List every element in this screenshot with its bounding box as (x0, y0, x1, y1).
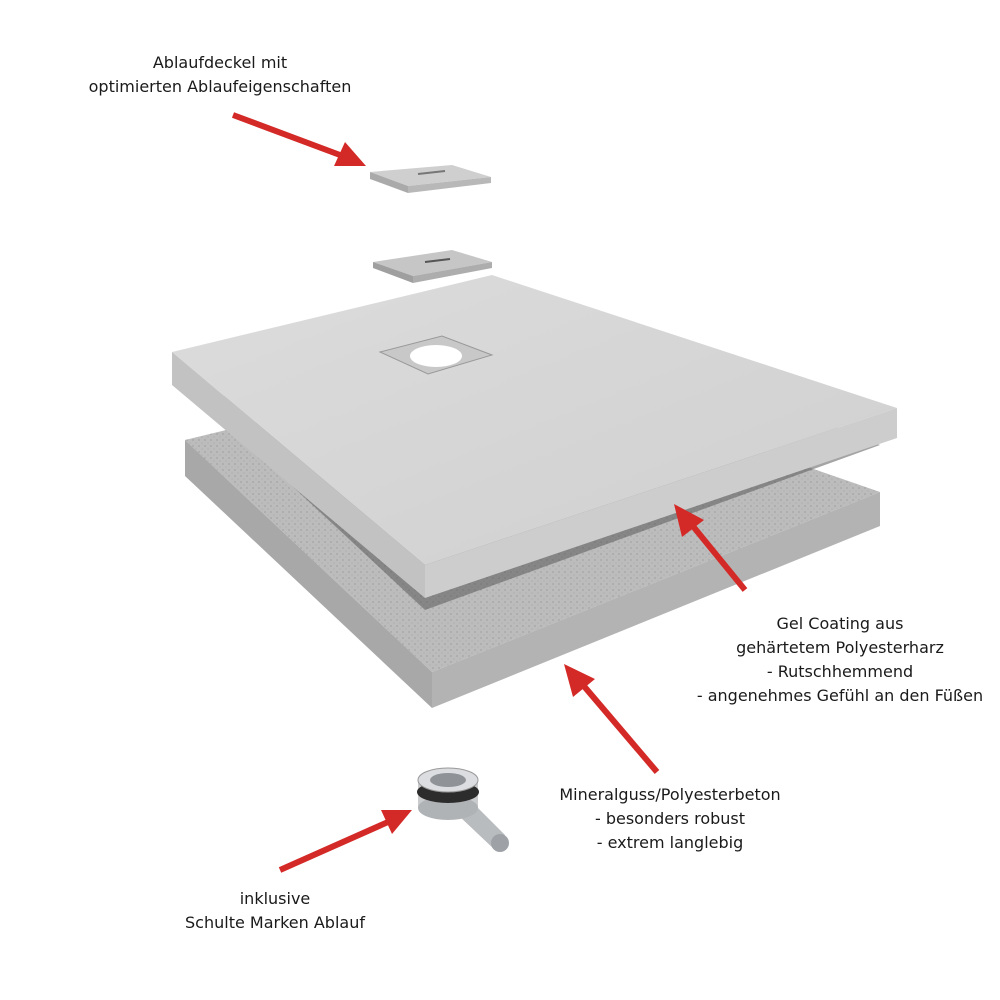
label-line: gehärtetem Polyesterharz (736, 638, 944, 657)
label-line: optimierten Ablaufeigenschaften (88, 77, 352, 96)
drain-hole (410, 345, 462, 367)
arrow-gel-coating (674, 504, 748, 592)
arrow-mineral (564, 664, 660, 774)
label-line: Ablaufdeckel mit (152, 53, 288, 72)
label-drain: inklusive Schulte Marken Ablauf (150, 887, 400, 935)
label-line: Schulte Marken Ablauf (185, 913, 365, 932)
label-line: - angenehmes Gefühl an den Füßen (696, 686, 984, 705)
label-line: Gel Coating aus (776, 614, 904, 633)
drain-siphon (417, 767, 509, 852)
label-mineral: Mineralguss/Polyesterbeton - besonders r… (545, 783, 795, 855)
label-drain-cover: Ablaufdeckel mit optimierten Ablaufeigen… (70, 51, 370, 99)
pointer-arrows (231, 112, 748, 873)
arrow-drain-cover (231, 112, 366, 166)
label-line: - Rutschhemmend (766, 662, 914, 681)
label-line: inklusive (239, 889, 311, 908)
label-line: Mineralguss/Polyesterbeton (559, 785, 781, 804)
label-line: - extrem langlebig (596, 833, 744, 852)
label-gel-coating: Gel Coating aus gehärtetem Polyesterharz… (680, 612, 1000, 708)
gel-coated-tray (172, 275, 897, 598)
arrow-drain (278, 810, 412, 873)
label-line: - besonders robust (594, 809, 746, 828)
drain-cover-lower (373, 250, 492, 283)
drain-cover-top (370, 165, 491, 193)
